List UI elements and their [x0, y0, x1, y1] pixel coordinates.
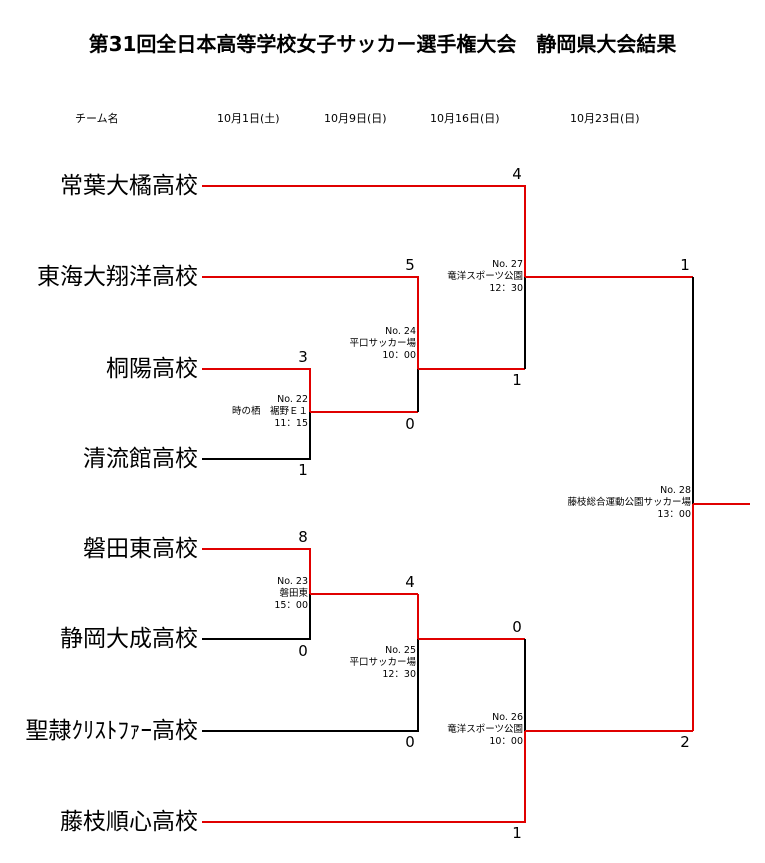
match-number: No. 26 — [492, 712, 523, 723]
team-name: 静岡大成高校 — [60, 626, 198, 652]
match-number: No. 23 — [277, 576, 308, 587]
match-info-22: No. 22 時の栖 裾野Ｅ１ 11：15 — [232, 394, 308, 430]
score: 4 — [405, 573, 415, 591]
team-name: 聖隷ｸﾘｽﾄﾌｧｰ高校 — [25, 718, 199, 744]
match-venue: 磐田東 — [279, 588, 308, 599]
match-info-24: No. 24 平口サッカー場 10：00 — [349, 326, 416, 362]
team-name: 東海大翔洋高校 — [37, 264, 198, 290]
score: 2 — [680, 733, 690, 751]
match-time: 12：30 — [382, 669, 416, 680]
page-title: 第31回全日本高等学校女子サッカー選手権大会 静岡県大会結果 — [88, 32, 677, 56]
team-name: 桐陽高校 — [106, 356, 198, 382]
match-venue: 平口サッカー場 — [349, 657, 416, 668]
line-seirei — [202, 639, 419, 732]
team-name: 清流館高校 — [83, 446, 198, 472]
score: 0 — [298, 642, 308, 660]
score: 4 — [512, 165, 522, 183]
score: 0 — [405, 415, 415, 433]
match-time: 10：00 — [382, 350, 416, 361]
score: 1 — [512, 824, 522, 842]
match-venue: 竜洋スポーツ公園 — [447, 724, 523, 735]
score: 3 — [298, 348, 308, 366]
match-time: 12：30 — [489, 283, 523, 294]
header-final-date: 10月23日(日) — [570, 112, 640, 125]
team-name: 藤枝順心高校 — [60, 809, 198, 835]
match-time: 10：00 — [489, 736, 523, 747]
match-info-23: No. 23 磐田東 15：00 — [274, 576, 308, 612]
header-round2-date: 10月9日(日) — [324, 112, 387, 125]
header-round3-date: 10月16日(日) — [430, 112, 500, 125]
match-time: 15：00 — [274, 600, 308, 611]
score: 0 — [512, 618, 522, 636]
score: 0 — [405, 733, 415, 751]
team-name: 磐田東高校 — [83, 536, 198, 562]
match-venue: 竜洋スポーツ公園 — [447, 271, 523, 282]
match-time: 11：15 — [274, 418, 308, 429]
match-number: No. 22 — [277, 394, 308, 405]
score: 1 — [512, 371, 522, 389]
match-info-27: No. 27 竜洋スポーツ公園 12：30 — [447, 259, 523, 295]
line-tokaidaishoyo — [202, 276, 419, 369]
team-name: 常葉大橘高校 — [60, 173, 198, 199]
match-number: No. 25 — [385, 645, 416, 656]
line-touyou — [202, 368, 311, 412]
score: 1 — [298, 461, 308, 479]
match-info-26: No. 26 竜洋スポーツ公園 10：00 — [447, 712, 523, 748]
line-shizuokataisei — [202, 594, 311, 640]
match-info-25: No. 25 平口サッカー場 12：30 — [349, 645, 416, 681]
score: 8 — [298, 528, 308, 546]
match-number: No. 24 — [385, 326, 416, 337]
match-time: 13：00 — [657, 509, 691, 520]
header-round1-date: 10月1日(土) — [217, 112, 280, 125]
match-number: No. 27 — [492, 259, 523, 270]
match-venue: 藤枝総合運動公園サッカー場 — [567, 497, 691, 508]
match-venue: 平口サッカー場 — [349, 338, 416, 349]
match-info-28: No. 28 藤枝総合運動公園サッカー場 13：00 — [567, 485, 691, 521]
score: 1 — [680, 256, 690, 274]
line-fujiedajunshin — [202, 731, 526, 823]
score: 5 — [405, 256, 415, 274]
header-team-name: チーム名 — [75, 112, 119, 125]
line-iwatahigashi — [202, 548, 311, 594]
line-tokohatachibana — [202, 185, 526, 277]
match-venue: 時の栖 裾野Ｅ１ — [231, 406, 308, 417]
line-seiryukan — [202, 412, 311, 460]
match-number: No. 28 — [660, 485, 691, 496]
